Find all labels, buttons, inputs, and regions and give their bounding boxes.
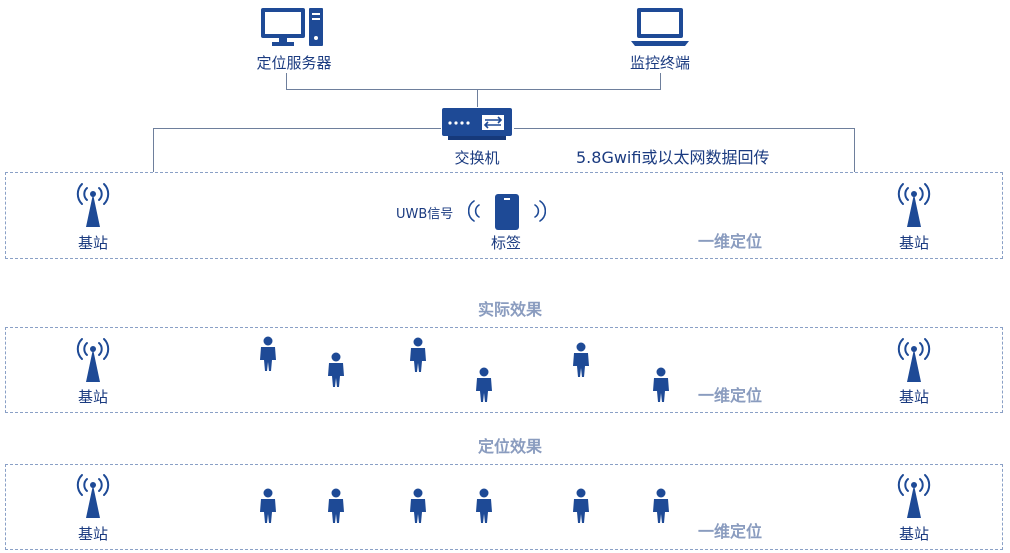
person-icon [476, 488, 492, 523]
signal-wave-right-icon [534, 200, 546, 222]
bus-to-switch-line [477, 89, 478, 107]
zone-3-person-6 [651, 488, 671, 524]
zone-3-person-2 [326, 488, 346, 524]
antenna-icon [76, 338, 110, 382]
tag-device [494, 193, 520, 231]
uwb-signal-label: UWB信号 [396, 207, 454, 222]
person-icon [573, 342, 589, 377]
zone-3-mode-label: 一维定位 [698, 522, 763, 541]
zone-1-left-station [74, 182, 112, 228]
server-node [258, 5, 328, 49]
monitor-drop-line [660, 73, 661, 89]
left-backhaul-h [153, 128, 441, 129]
person-icon [410, 337, 426, 372]
zone-1-right-station-label: 基站 [898, 234, 930, 252]
right-backhaul-v [854, 128, 855, 172]
switch-icon [442, 108, 512, 140]
zone-3-person-1 [258, 488, 278, 524]
zone-2-person-6 [651, 367, 671, 403]
zone-3-frame [5, 464, 1003, 550]
person-icon [260, 488, 276, 523]
antenna-icon [76, 474, 110, 518]
uwb-wave-right [530, 199, 546, 223]
server-label: 定位服务器 [256, 54, 332, 72]
uwb-wave-left [468, 199, 484, 223]
switch-label: 交换机 [454, 149, 500, 167]
server-icon [261, 8, 323, 46]
person-icon [476, 367, 492, 402]
zone-2-person-4 [474, 367, 494, 403]
right-backhaul-h [514, 128, 854, 129]
antenna-icon [897, 474, 931, 518]
section-actual-title: 实际效果 [477, 300, 543, 319]
tag-icon [495, 194, 519, 230]
zone-1-mode-label: 一维定位 [698, 232, 763, 251]
zone-2-left-station-label: 基站 [77, 388, 109, 406]
zone-3-right-station [895, 473, 933, 519]
person-icon [410, 488, 426, 523]
zone-3-person-4 [474, 488, 494, 524]
zone-2-person-5 [571, 342, 591, 378]
zone-1-left-station-label: 基站 [77, 234, 109, 252]
zone-3-left-station [74, 473, 112, 519]
zone-2-mode-label: 一维定位 [698, 386, 763, 405]
person-icon [653, 488, 669, 523]
antenna-icon [76, 183, 110, 227]
zone-1-frame [5, 172, 1003, 259]
zone-2-left-station [74, 337, 112, 383]
left-backhaul-v [153, 128, 154, 172]
zone-2-person-2 [326, 352, 346, 388]
zone-2-frame [5, 327, 1003, 413]
person-icon [328, 488, 344, 523]
zone-3-left-station-label: 基站 [77, 525, 109, 543]
monitor-node [628, 5, 692, 49]
signal-wave-left-icon [468, 200, 480, 222]
zone-3-person-5 [571, 488, 591, 524]
top-bus-line [286, 89, 661, 90]
antenna-icon [897, 183, 931, 227]
zone-2-right-station-label: 基站 [898, 388, 930, 406]
person-icon [573, 488, 589, 523]
zone-2-person-1 [258, 336, 278, 372]
antenna-icon [897, 338, 931, 382]
switch-node [440, 106, 514, 142]
monitor-label: 监控终端 [629, 54, 691, 72]
person-icon [260, 336, 276, 371]
zone-2-right-station [895, 337, 933, 383]
section-positioned-title: 定位效果 [477, 437, 543, 456]
person-icon [328, 352, 344, 387]
zone-3-person-3 [408, 488, 428, 524]
person-icon [653, 367, 669, 402]
server-drop-line [286, 73, 287, 89]
zone-2-person-3 [408, 337, 428, 373]
backhaul-label: 5.8Gwifi或以太网数据回传 [576, 148, 770, 167]
laptop-icon [631, 8, 689, 46]
zone-3-right-station-label: 基站 [898, 525, 930, 543]
zone-1-right-station [895, 182, 933, 228]
tag-label: 标签 [490, 234, 522, 252]
